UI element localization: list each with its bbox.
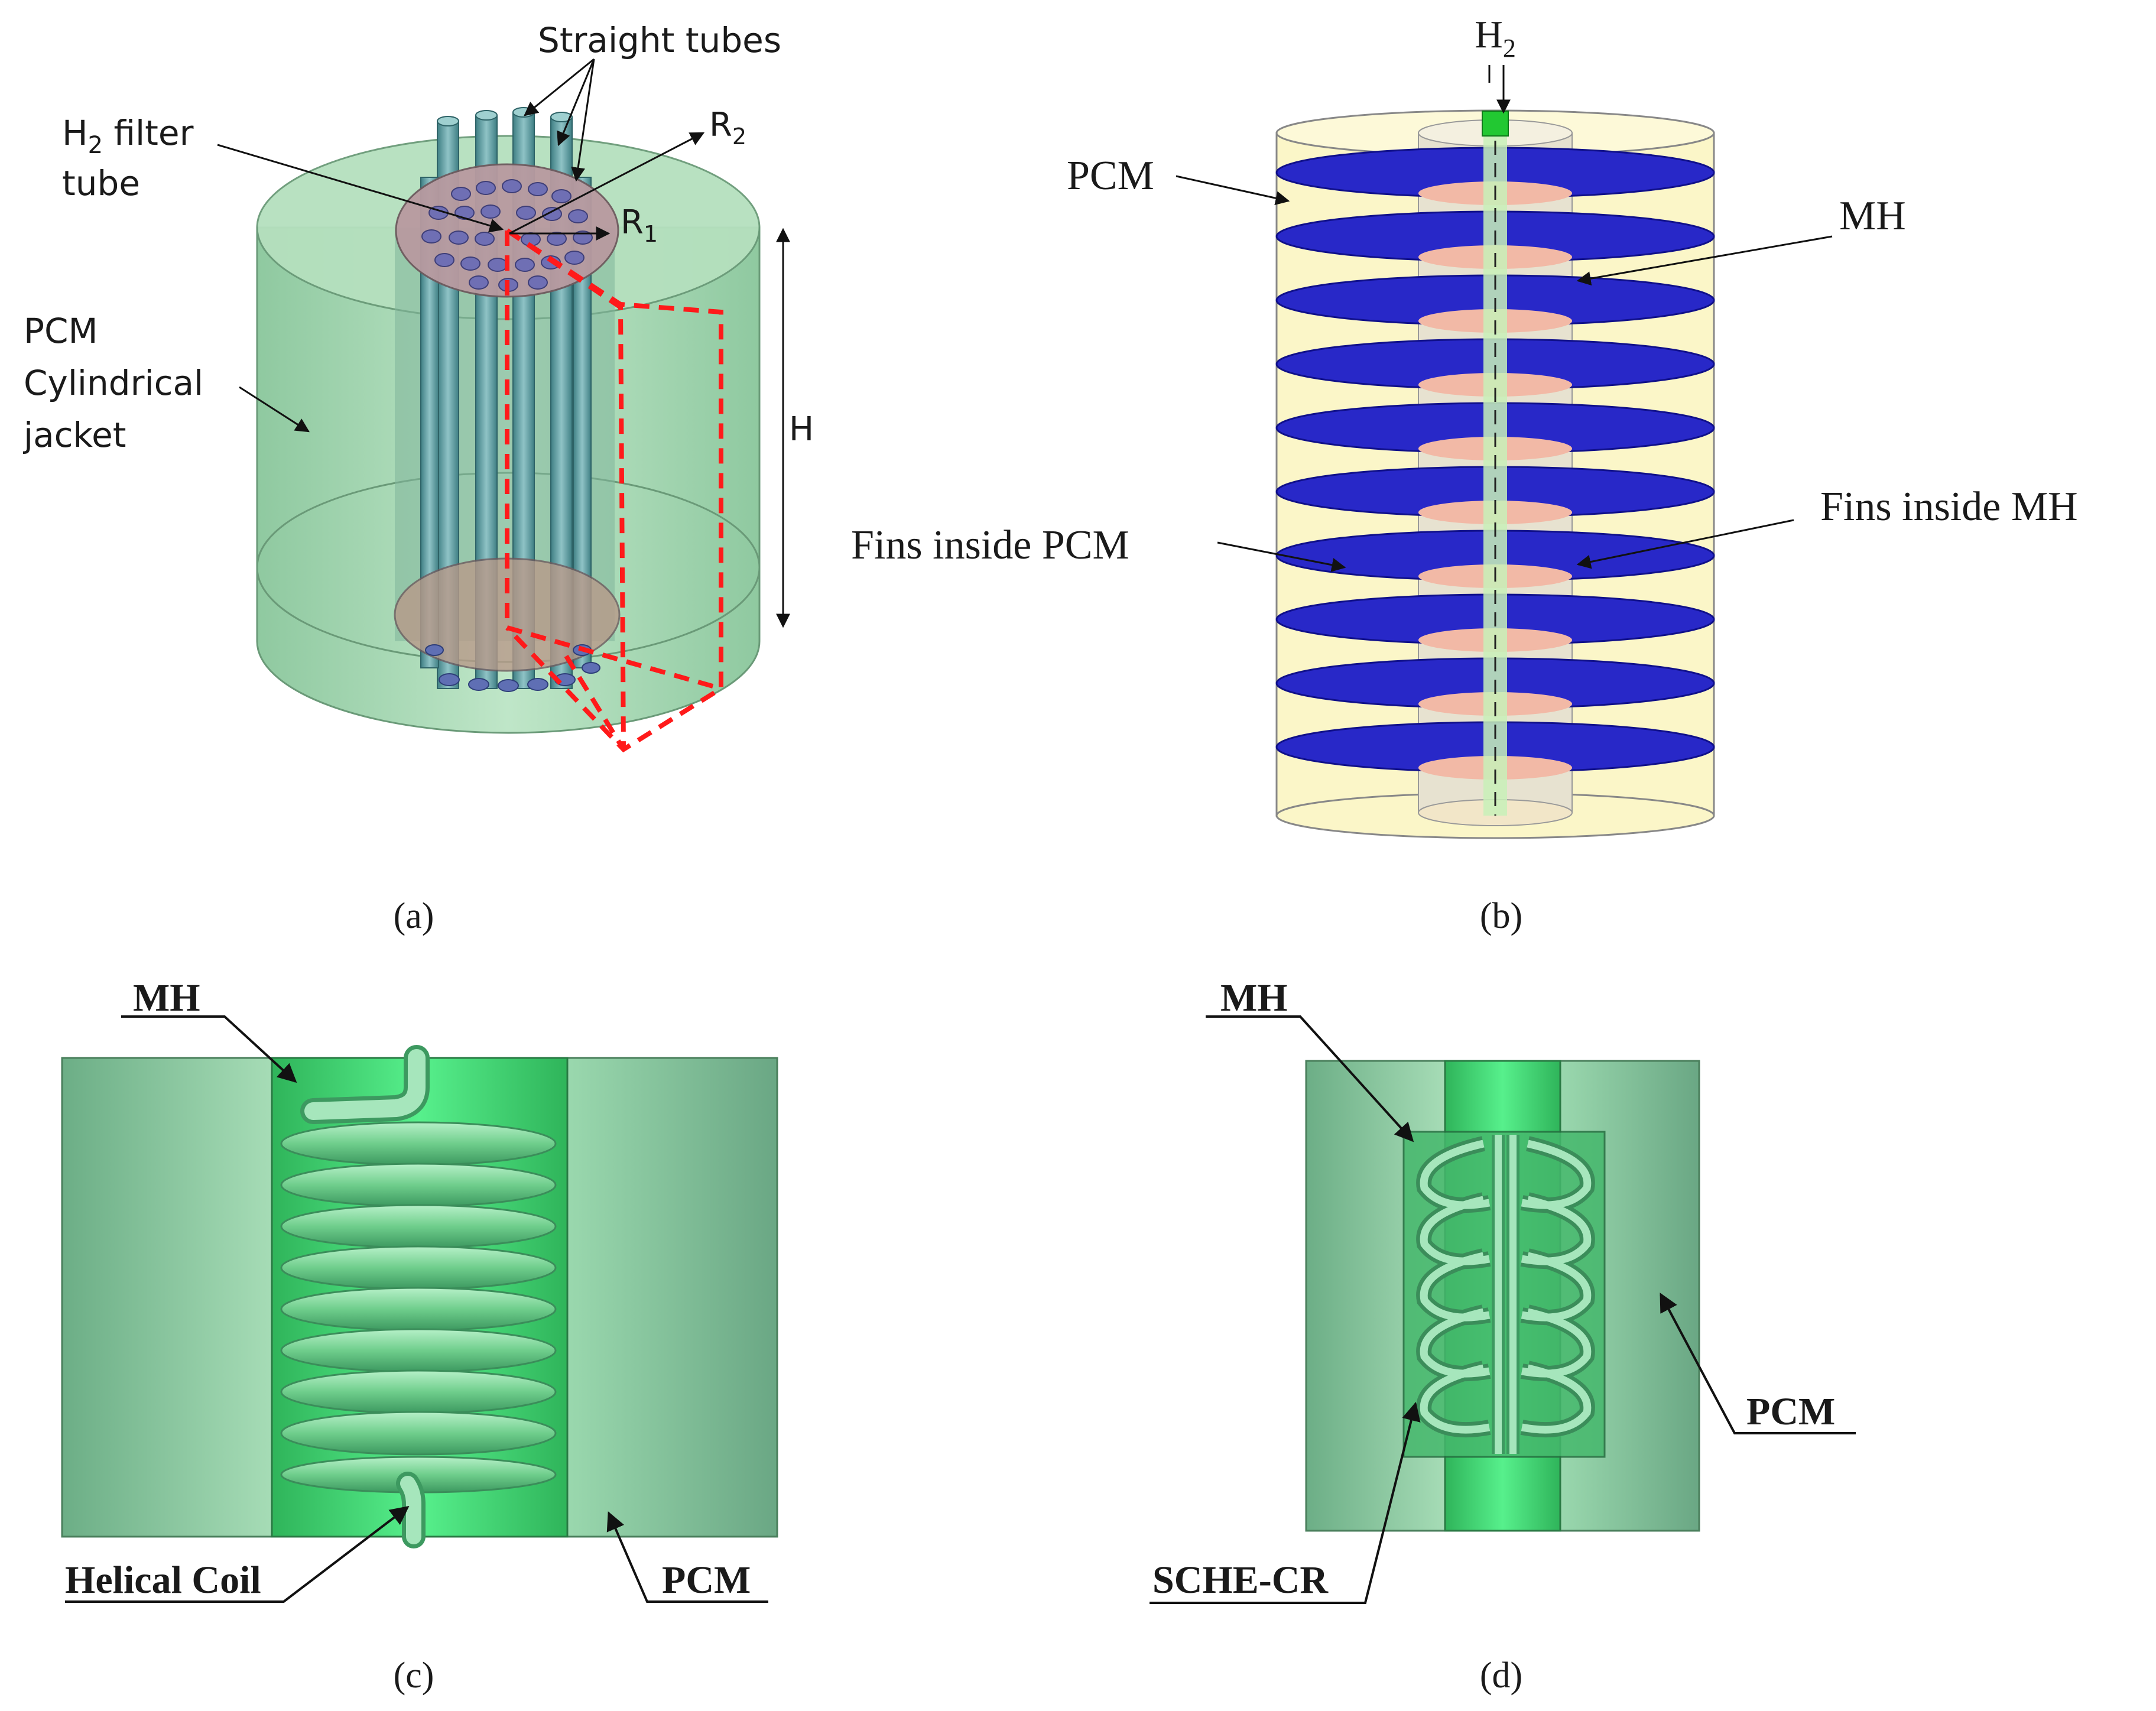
panel-b: H2 PCM MH Fins inside PCM Fins inside MH… <box>851 13 2078 936</box>
label-r1: R1 <box>621 203 658 247</box>
panel-d: MH SCHE-CR PCM (d) <box>1150 976 1856 1696</box>
mh-leader-d <box>1206 1015 1414 1142</box>
label-h: H <box>789 410 814 449</box>
label-fins-pcm: Fins inside PCM <box>851 522 1129 568</box>
tubes-leader-1 <box>524 58 595 116</box>
h2-filter-leader <box>217 144 504 233</box>
caption-d: (d) <box>1480 1655 1522 1696</box>
tubes-leader-3 <box>571 59 595 182</box>
pcm-leader-c <box>606 1511 768 1603</box>
label-h2-b: H2 <box>1475 13 1516 63</box>
label-tube: tube <box>62 163 140 203</box>
label-jacket: jacket <box>22 415 126 455</box>
bottom-tube-ends <box>425 644 600 692</box>
h2-inlet-cap <box>1482 111 1509 137</box>
mh-leader-c <box>121 1015 297 1083</box>
label-straight-tubes: Straight tubes <box>538 20 781 60</box>
label-fins-mh: Fins inside MH <box>1820 484 2078 530</box>
label-pcm-a: PCM <box>24 311 98 351</box>
caption-c: (c) <box>394 1655 434 1696</box>
label-cylindrical: Cylindrical <box>24 363 203 403</box>
caption-a: (a) <box>394 896 434 936</box>
panel-a: Straight tubes H2 filter tube R2 R1 H PC… <box>22 20 814 936</box>
label-pcm-c: PCM <box>662 1559 751 1602</box>
label-pcm-b: PCM <box>1067 153 1154 199</box>
tubes-leader-2 <box>557 59 595 147</box>
sche-cr-coil <box>1416 1135 1595 1454</box>
mh-leader-b <box>1576 235 1833 286</box>
label-mh-c: MH <box>133 976 200 1020</box>
coil-leader-c <box>65 1506 410 1603</box>
pcm-right-c <box>566 1057 778 1538</box>
label-helical-coil: Helical Coil <box>65 1559 261 1602</box>
helical-coil <box>280 1045 557 1548</box>
label-r2: R2 <box>709 106 746 150</box>
label-pcm-d: PCM <box>1746 1390 1835 1433</box>
fins-pcm-leader <box>1217 541 1346 572</box>
label-mh-d: MH <box>1220 976 1288 1020</box>
caption-b: (b) <box>1480 896 1522 936</box>
fins-mh-leader <box>1576 519 1794 569</box>
pcm-leader-d <box>1660 1293 1856 1434</box>
red-dashed-domain <box>505 228 723 753</box>
panel-c: MH Helical Coil PCM (c) <box>61 976 778 1696</box>
pcm-left-c <box>61 1057 273 1538</box>
sche-leader-d <box>1150 1401 1421 1604</box>
pcm-leader <box>239 386 310 433</box>
label-h2-filter: H2 filter <box>62 113 194 159</box>
label-mh-b: MH <box>1839 193 1906 239</box>
label-sche-cr: SCHE-CR <box>1152 1559 1329 1602</box>
r2-line <box>509 132 705 235</box>
pcm-leader-b <box>1176 175 1290 206</box>
